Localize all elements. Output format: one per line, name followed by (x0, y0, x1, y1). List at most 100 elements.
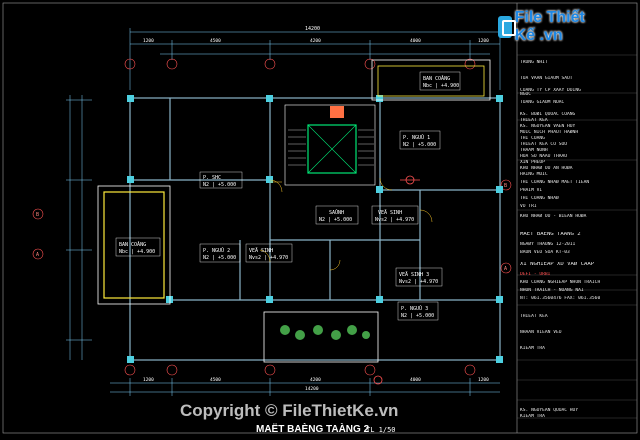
room-wc-3: VEÄ SINH 3 Nvs2 | +4.970 (395, 267, 443, 287)
svg-text:14200: 14200 (305, 386, 319, 392)
left-axis-labels: B A (36, 212, 39, 258)
svg-text:P. SHC: P. SHC (203, 175, 221, 181)
walls (129, 97, 501, 361)
balcony-top-right-rail (377, 65, 485, 97)
bottom-dimension-lines (110, 378, 500, 396)
svg-text:4500: 4500 (210, 377, 221, 383)
top-dimension-lines (129, 28, 501, 90)
title-block-row: XIN PHEÙP (520, 160, 545, 165)
title-block-row: THAÅM ÑÒNH (520, 148, 548, 153)
svg-text:1200: 1200 (478, 38, 489, 44)
title-block-row: THI COÂNG (520, 136, 545, 141)
svg-text:VEÄ SINH: VEÄ SINH (249, 247, 273, 254)
top-dims: 1200 4500 4200 4000 1200 (143, 38, 489, 44)
svg-text:N2 | +5.000: N2 | +5.000 (403, 142, 436, 148)
svg-text:1200: 1200 (478, 377, 489, 383)
svg-text:1200: 1200 (143, 38, 154, 44)
title-block-row: MAËT BAÈNG TAÀNG 2 (520, 232, 581, 237)
room-labels: P. SHC N2 | +5.000 BAN COÂNG Nbc | +4.90… (115, 71, 461, 321)
svg-text:BAN COÂNG: BAN COÂNG (119, 241, 146, 248)
title-block-row: NGAØY THAÙNG 12-2011 (520, 242, 576, 247)
title-block-lines (517, 54, 637, 419)
svg-text:VEÄ SINH: VEÄ SINH (378, 209, 402, 216)
svg-text:4200: 4200 (310, 38, 321, 44)
bottom-axis-bubbles (124, 364, 476, 376)
svg-text:P. NGUÛ 2: P. NGUÛ 2 (203, 247, 230, 254)
svg-text:Nbc | +4.900: Nbc | +4.900 (423, 83, 459, 89)
svg-text:4000: 4000 (410, 377, 421, 383)
bottom-dims: 1200 4500 4200 4000 1200 14200 (143, 377, 489, 392)
title-block-row: KIEÅM TRA (520, 346, 545, 351)
svg-text:1200: 1200 (143, 377, 154, 383)
section-marks (373, 175, 420, 385)
title-block-row: THI COÂNG NHAØ (520, 196, 559, 201)
title-block-row: TOÅNG GIAÙM ÑOÁC (520, 100, 565, 105)
plan-title: MAËT BAÈNG TAÀNG 2 (256, 424, 370, 435)
logo-text: File Thiết Kế .vn (514, 9, 585, 44)
svg-text:A: A (504, 266, 507, 272)
title-block-row: THI COÂNG NHAØ MAËT TIEÀN (520, 180, 590, 185)
title-block-row: COÂNG TY CP XAÂY DÖÏNG (520, 88, 581, 93)
title-block-row: KHU COÂNG NGHIEÄP NHÔN TRAÏCH (520, 280, 601, 285)
room-bedroom-3: P. NGUÛ 3 N2 | +5.000 (397, 301, 439, 321)
room-bedroom-1: P. NGUÛ 1 N2 | +5.000 (399, 130, 441, 150)
title-block-row: KS. BUØI QUOÁC COÂNG (520, 112, 576, 117)
svg-text:Nvs2 | +4.970: Nvs2 | +4.970 (375, 217, 414, 223)
svg-text:4000: 4000 (410, 38, 421, 44)
title-block-row: NHAÂN VIEÂN VEÕ (520, 330, 562, 335)
room-hall: SAÛNH N2 | +5.000 (315, 205, 359, 225)
planter-plants (280, 325, 370, 340)
plan-scale: TL 1/50 (366, 426, 396, 434)
overall-top-dim: 14200 (305, 26, 320, 32)
title-block-row: VÒ TRÍ (520, 204, 537, 209)
title-block-row: KS. NGUYEÃN VAÊN HUY (520, 124, 576, 129)
top-axis-bubbles (124, 58, 476, 70)
door-swings (259, 177, 433, 271)
svg-text:Nvs2 | +4.970: Nvs2 | +4.970 (249, 255, 288, 261)
title-block-row: BAÛN VEÕ SOÁ KT-03 (520, 250, 570, 255)
svg-text:BAN COÂNG: BAN COÂNG (423, 75, 450, 82)
svg-text:N2 | +5.000: N2 | +5.000 (203, 255, 236, 261)
title-block-row: NGOC (520, 92, 532, 97)
room-wc-2: VEÄ SINH Nvs2 | +4.970 (245, 243, 293, 263)
right-axis-bubbles (500, 179, 512, 274)
svg-text:Nbc | +4.900: Nbc | +4.900 (119, 249, 155, 255)
balcony-left-rail (103, 191, 165, 299)
left-axis-bubbles (32, 208, 44, 260)
room-balcony-left: BAN COÂNG Nbc | +4.900 (115, 237, 161, 257)
title-block-row: TRUNG NHIT (520, 60, 548, 65)
svg-text:4200: 4200 (310, 377, 321, 383)
svg-text:B: B (504, 183, 507, 189)
title-block-row: THIEÁT KEÁ CÔ SÔÛ (520, 142, 568, 147)
title-block-row: KS. NGUYEÃN QUOÁC HUY (520, 408, 579, 413)
columns (127, 95, 503, 363)
svg-text:N2 | +5.000: N2 | +5.000 (319, 217, 352, 223)
svg-text:A: A (36, 252, 39, 258)
copyright-watermark: Copyright © FileThietKe.vn (180, 401, 399, 420)
title-block-row: MUÏC ÑÍCH PHAÙT HAØNH (520, 130, 579, 135)
svg-text:VEÄ SINH 3: VEÄ SINH 3 (399, 271, 429, 278)
svg-text:N2 | +5.000: N2 | +5.000 (203, 182, 236, 188)
title-block-row: THIEÁT KEÁ (520, 314, 548, 319)
svg-text:Nvs2 | +4.970: Nvs2 | +4.970 (399, 279, 438, 285)
title-block-row: KHU NHAØ ÔÛ - BIEÂN HOØA (520, 214, 587, 219)
watermark-logo: File Thiết Kế .vn (498, 9, 598, 44)
svg-text:P. NGUÛ 1: P. NGUÛ 1 (403, 134, 430, 141)
svg-text:B: B (36, 212, 39, 218)
right-axis-labels: B A (504, 183, 507, 272)
room-bedroom-2: P. NGUÛ 2 N2 | +5.000 (199, 243, 241, 263)
svg-text:P. NGUÛ 3: P. NGUÛ 3 (401, 305, 428, 312)
title-block-row: HAÏNG MUÏC (520, 172, 548, 177)
svg-text:4500: 4500 (210, 38, 221, 44)
stair-core (284, 104, 376, 186)
title-block-row: PHAÏM VI (520, 188, 543, 193)
balcony-left (97, 185, 171, 305)
svg-text:N2 | +5.000: N2 | +5.000 (401, 313, 434, 319)
title-block-row: NHÔN TRAÏCH - ÑOÀNG NAI (520, 288, 584, 293)
planter-box (263, 311, 379, 363)
title-block-row: KHU NHAØ ÔÛ AN HOØA (520, 166, 573, 171)
room-wc-1: VEÄ SINH Nvs2 | +4.970 (371, 205, 419, 225)
svg-text:SAÛNH: SAÛNH (329, 209, 344, 216)
